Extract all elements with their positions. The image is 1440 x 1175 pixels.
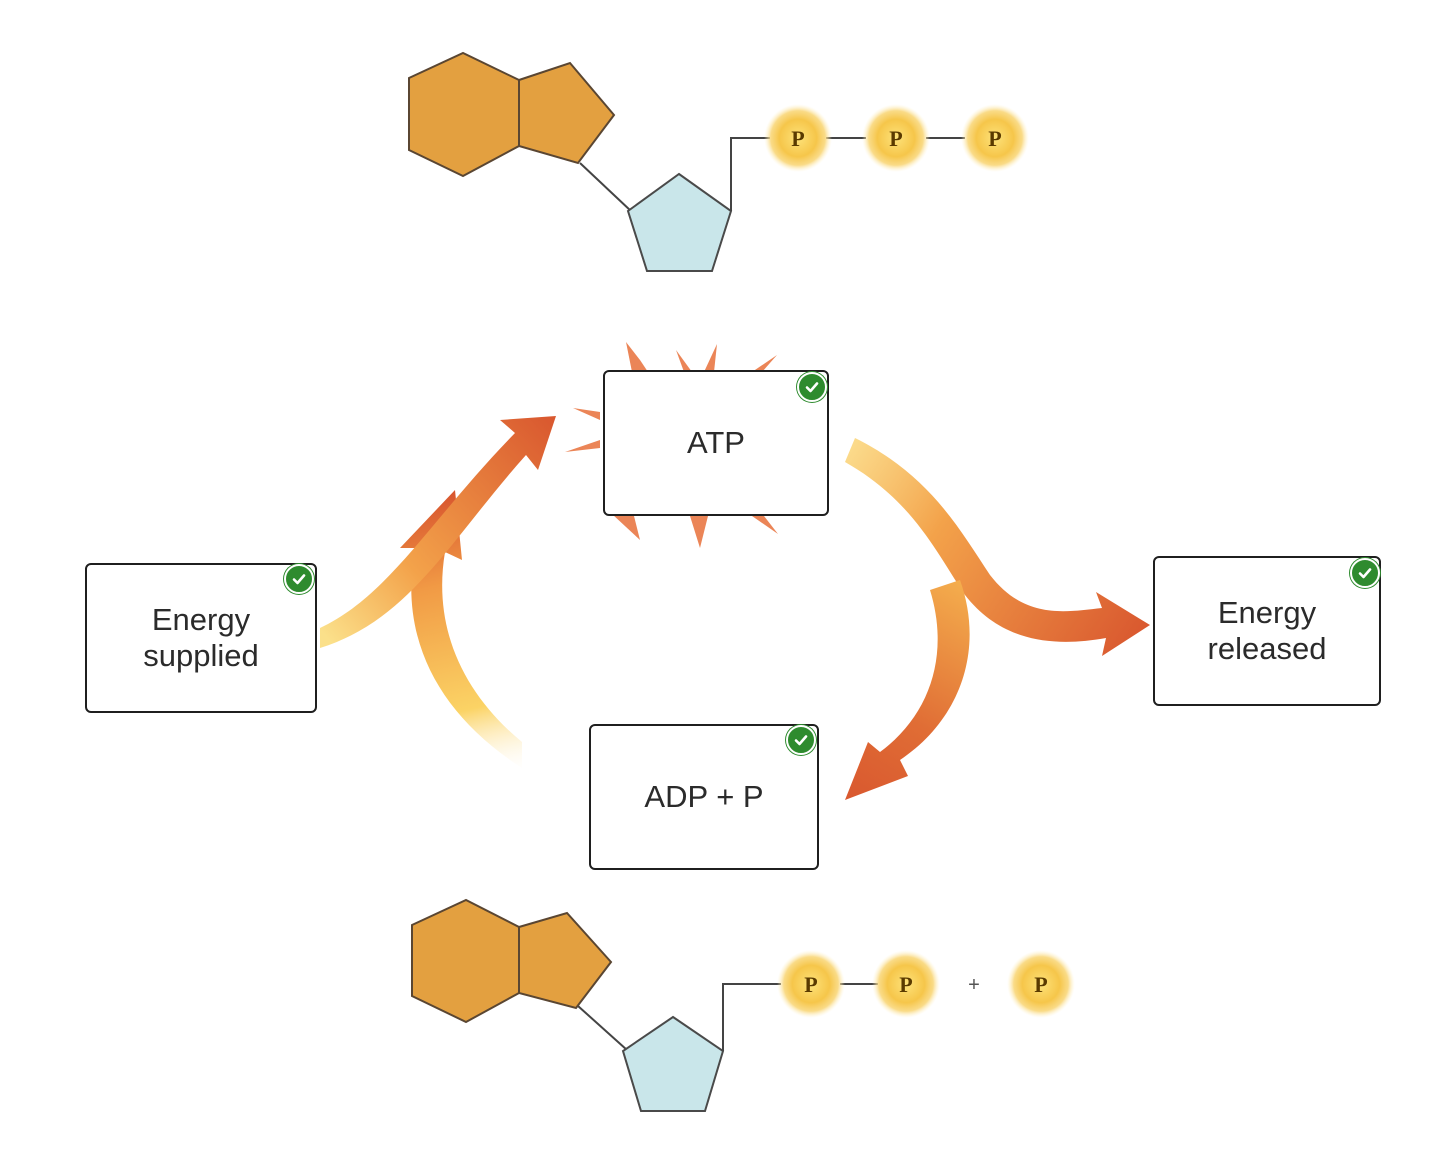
check-icon xyxy=(1350,558,1380,588)
base-sugar-bond xyxy=(577,1005,628,1051)
sugar-phosphate-bond xyxy=(730,137,770,211)
atp-label: ATP xyxy=(687,425,745,460)
adp-label-box[interactable]: ADP + P xyxy=(589,724,819,870)
energy-released-label-box[interactable]: Energy released xyxy=(1153,556,1381,706)
phosphate-label: P xyxy=(804,972,817,997)
hydrolysis-arrow xyxy=(845,580,970,800)
phosphate-group: P xyxy=(961,104,1029,172)
base-sugar-bond xyxy=(579,162,633,213)
energy-burst-icon xyxy=(565,342,778,548)
phosphate-label: P xyxy=(791,126,804,151)
check-icon xyxy=(284,564,314,594)
ribose-sugar xyxy=(621,1015,725,1112)
phosphate-group: P xyxy=(872,950,940,1018)
base-pentagon-ring xyxy=(518,61,616,165)
sugar-phosphate-bond xyxy=(722,983,781,1051)
base-hexagon-ring xyxy=(408,51,520,178)
phosphate-group: P xyxy=(862,104,930,172)
energy-supplied-arrow xyxy=(320,416,556,648)
adp-label: ADP + P xyxy=(644,779,764,814)
ribose-sugar xyxy=(626,172,733,272)
energy-released-arrow xyxy=(845,438,1150,656)
phosphate-label: P xyxy=(988,126,1001,151)
check-icon xyxy=(786,725,816,755)
base-hexagon-ring xyxy=(411,898,520,1024)
base-pentagon-ring xyxy=(518,911,613,1010)
plus-sign: + xyxy=(968,974,980,996)
phosphate-label: P xyxy=(899,972,912,997)
phosphate-group: P xyxy=(764,104,832,172)
phosphate-group: P xyxy=(777,950,845,1018)
energy-supplied-label-box[interactable]: Energy supplied xyxy=(85,563,317,713)
free-phosphate-group: P xyxy=(1007,950,1075,1018)
phosphate-label: P xyxy=(889,126,902,151)
energy-supplied-label: Energy supplied xyxy=(143,602,259,673)
check-icon xyxy=(797,372,827,402)
phosphate-label: P xyxy=(1034,972,1047,997)
energy-released-label: Energy released xyxy=(1207,595,1327,666)
atp-label-box[interactable]: ATP xyxy=(603,370,829,516)
atp-molecule: P P P xyxy=(408,51,1029,272)
adp-molecule: P P + P xyxy=(411,898,1075,1112)
